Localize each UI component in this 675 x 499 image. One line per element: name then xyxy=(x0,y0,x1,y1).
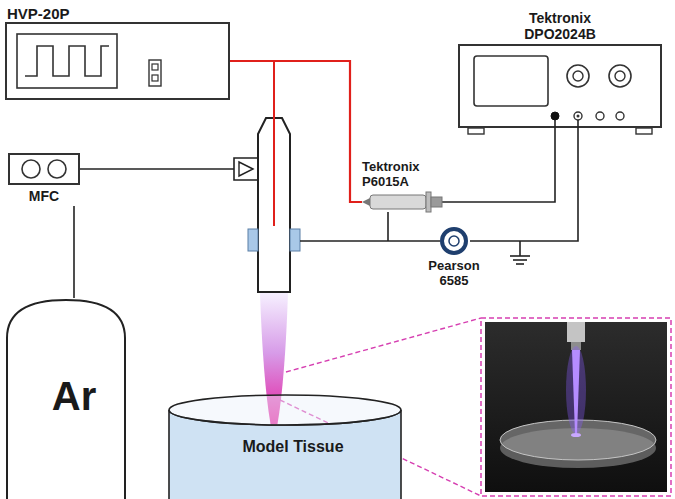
scope-knob xyxy=(609,65,631,87)
switch-symbol xyxy=(149,60,161,86)
gas-line xyxy=(80,168,238,170)
gas-inlet xyxy=(234,158,258,180)
current-monitor: Pearson 6585 xyxy=(438,226,470,256)
scope-knob xyxy=(615,71,625,81)
scope-port xyxy=(551,112,559,120)
scope-port xyxy=(596,112,604,120)
ground-symbol xyxy=(519,241,521,256)
ground-symbol xyxy=(510,255,530,257)
zoom-leader xyxy=(286,318,481,372)
switch-symbol xyxy=(152,75,158,81)
ground-symbol xyxy=(513,259,527,261)
tissue-surface xyxy=(169,395,401,425)
probe-ground-lead xyxy=(387,212,389,241)
port-lead xyxy=(577,120,579,128)
switch-symbol xyxy=(152,64,158,70)
device-label: Tektronix DPO2024B xyxy=(514,10,606,42)
photo-plume xyxy=(572,350,580,434)
device-label: HVP-20P xyxy=(7,5,70,22)
oscilloscope-box: Tektronix DPO2024B xyxy=(458,44,662,128)
model-tissue-dish: Model Tissue xyxy=(168,394,418,499)
ground-symbol xyxy=(516,263,524,265)
probe-cap xyxy=(431,197,442,207)
probe-body xyxy=(370,195,426,209)
scope-port xyxy=(574,112,582,120)
device-label: Pearson 6585 xyxy=(418,258,490,288)
scope-port xyxy=(616,112,624,120)
mfc-box xyxy=(8,153,80,185)
device-drawing xyxy=(10,155,78,183)
photo-plume-glow xyxy=(566,346,586,434)
square-wave xyxy=(25,46,109,76)
mfc-dial xyxy=(22,160,40,178)
probe-flange xyxy=(426,192,431,212)
ground-wire xyxy=(300,240,440,242)
argon-cylinder: Ar xyxy=(5,298,143,499)
gas-line xyxy=(73,206,75,298)
device-label: Ar xyxy=(5,298,143,419)
current-coil xyxy=(442,229,466,253)
scope-knob xyxy=(573,71,583,81)
hv-electrode xyxy=(273,61,275,226)
gas-flow-arrow xyxy=(239,162,253,176)
photo-nozzle xyxy=(567,322,585,342)
ring-electrode xyxy=(290,229,300,251)
probe-tip xyxy=(362,198,370,206)
power-supply-box: HVP-20P xyxy=(5,22,230,100)
device-drawing xyxy=(7,24,228,98)
port-lead xyxy=(554,120,556,128)
scope-screen xyxy=(474,56,548,106)
device-drawing xyxy=(460,46,660,126)
device-drawing xyxy=(438,226,470,256)
scope-foot xyxy=(636,128,652,134)
signal-cable xyxy=(470,128,578,241)
device-drawing xyxy=(362,192,442,212)
hv-cable xyxy=(230,61,362,202)
mfc-dial xyxy=(48,160,66,178)
mass-flow-controller: MFC xyxy=(8,153,80,204)
device-label: Tektronix P6015A xyxy=(362,159,442,189)
scope-foot xyxy=(468,128,484,134)
photo-plume xyxy=(571,433,581,437)
current-coil xyxy=(449,236,459,246)
scope-port xyxy=(577,115,580,118)
display-window xyxy=(17,34,117,88)
inset-photo xyxy=(485,322,667,492)
inset-frame xyxy=(481,318,671,496)
device-label: MFC xyxy=(29,188,59,204)
ring-electrode xyxy=(248,229,258,251)
scope-knob xyxy=(567,65,589,87)
voltage-probe: Tektronix P6015A xyxy=(362,192,442,212)
device-label: Model Tissue xyxy=(168,394,418,456)
signal-cable xyxy=(442,128,555,202)
